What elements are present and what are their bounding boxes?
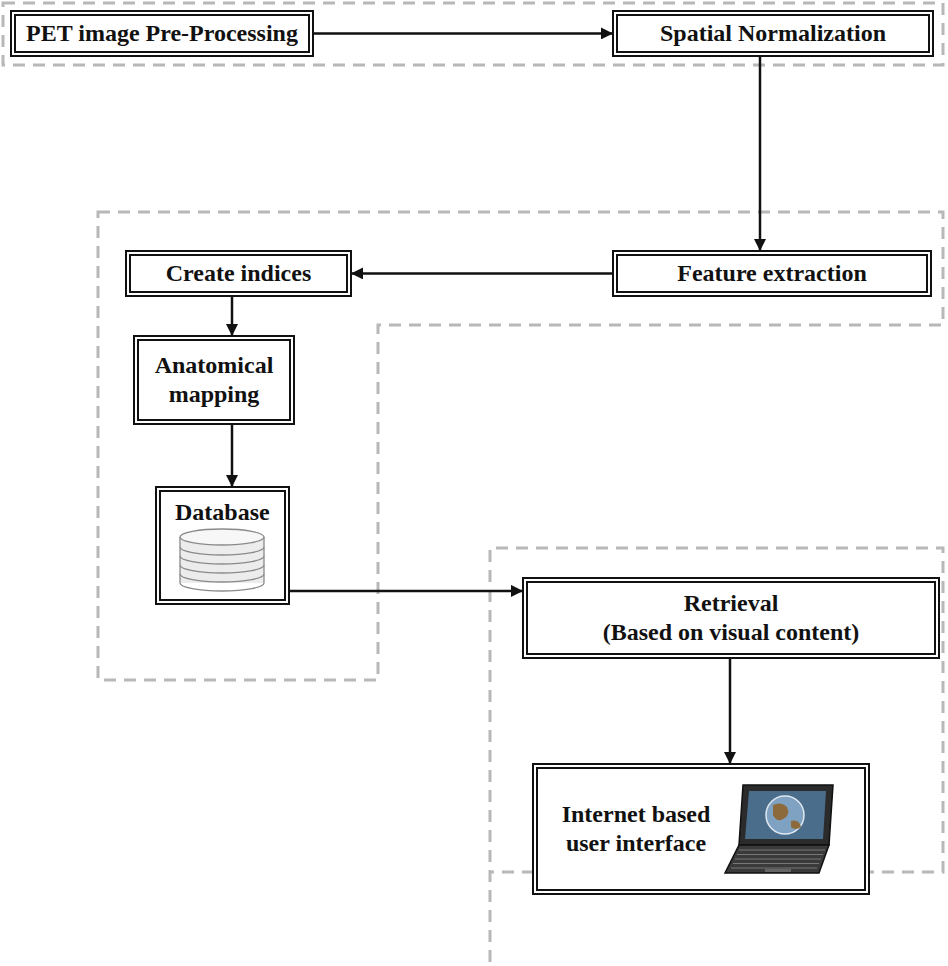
flow-arrow [729, 659, 732, 763]
box-label: Internet based user interface [561, 800, 711, 858]
group-region [3, 3, 943, 65]
box-label: Retrieval [684, 589, 779, 618]
flow-arrow [314, 32, 612, 35]
flow-arrow [231, 297, 234, 335]
process-box: Retrieval(Based on visual content) [522, 577, 940, 659]
process-box: Internet based user interface [532, 763, 870, 895]
process-box: Create indices [125, 250, 352, 297]
box-label: PET image Pre-Processing [26, 19, 298, 48]
box-label: Database [175, 498, 270, 527]
group-region [490, 548, 943, 962]
group-region [98, 212, 943, 680]
box-label: (Based on visual content) [603, 618, 860, 647]
process-box: Database [155, 486, 290, 605]
process-box: Spatial Normalization [612, 10, 934, 57]
database-icon [176, 527, 268, 593]
box-label: Create indices [166, 259, 312, 288]
box-label: Feature extraction [677, 259, 866, 288]
box-label: Spatial Normalization [660, 19, 886, 48]
flow-arrow [231, 425, 234, 486]
process-box: Anatomical mapping [133, 335, 295, 425]
process-box: Feature extraction [612, 250, 932, 297]
box-label: Anatomical mapping [149, 351, 279, 409]
flow-arrow [352, 272, 612, 275]
text-group: Internet based user interface [561, 800, 711, 858]
flow-arrow [290, 590, 522, 593]
flow-arrow [759, 57, 762, 250]
laptop-icon [721, 781, 841, 877]
process-box: PET image Pre-Processing [10, 10, 314, 57]
